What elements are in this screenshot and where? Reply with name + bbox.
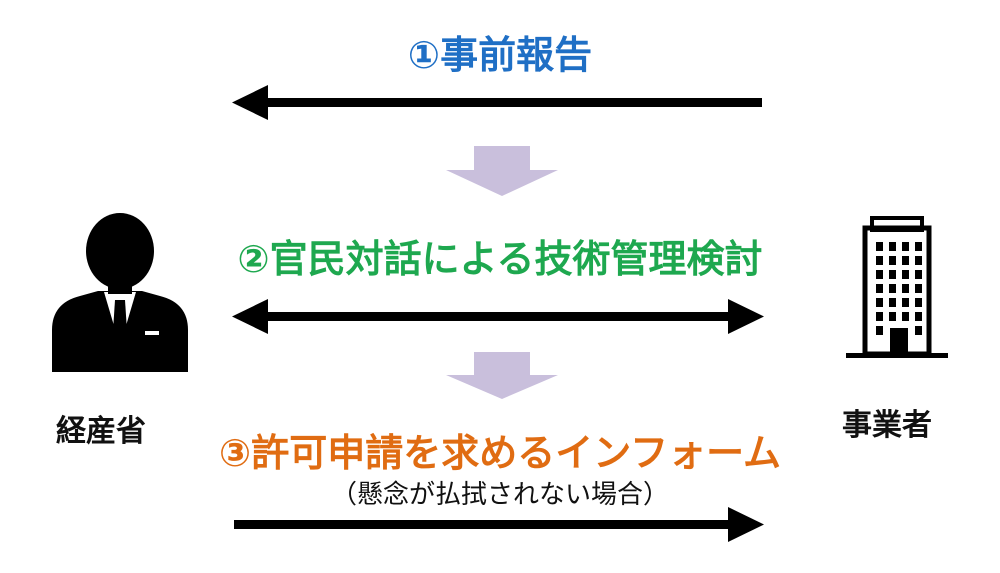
step1-title: ①事前報告 [407,33,593,77]
businessman-icon [52,213,188,372]
step2-title: ②官民対話による技術管理検討 [237,237,763,281]
step3-title: ③許可申請を求めるインフォーム [219,431,781,475]
report-arrow-left [232,85,762,120]
office-building-icon [846,216,948,358]
actor-label-business: 事業者 [842,408,932,443]
dialogue-arrow-bidirectional [232,299,764,334]
actor-label-meti: 経産省 [56,414,146,449]
step3-condition-note: （懸念が払拭されない場合） [330,480,669,510]
flow-down-arrow-2 [446,352,558,399]
flow-down-arrow-1 [446,146,558,196]
inform-arrow-right [234,507,764,542]
